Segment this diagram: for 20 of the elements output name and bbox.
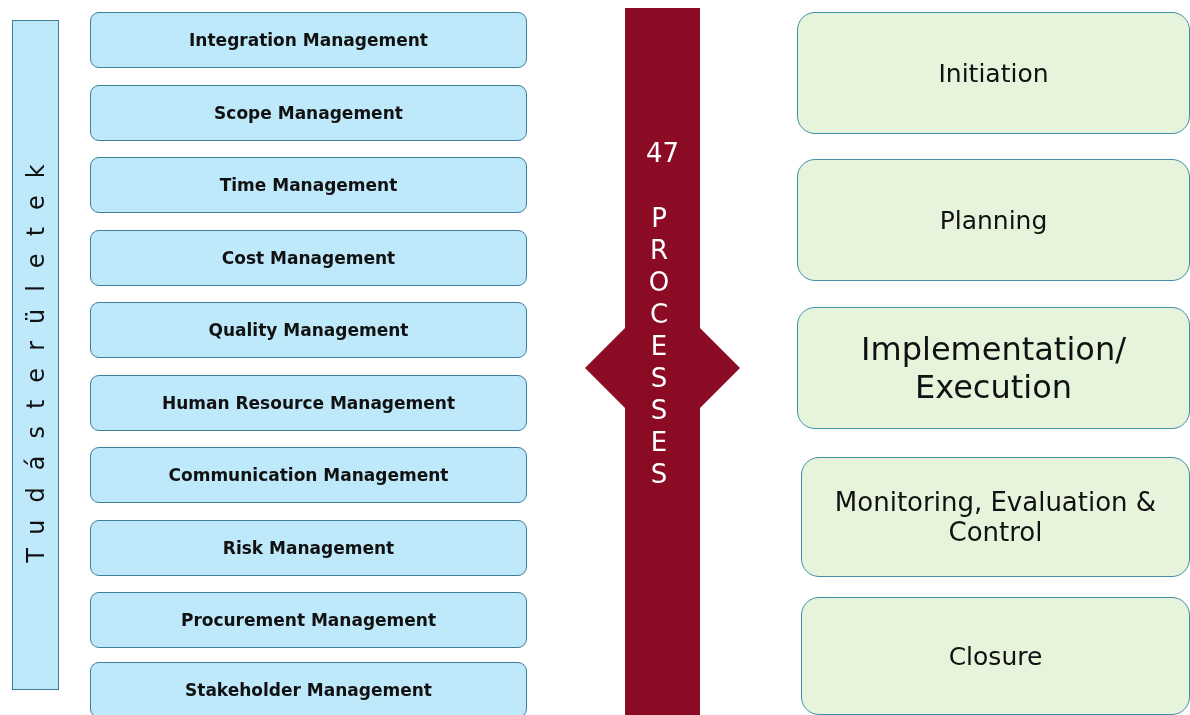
knowledge-area-box: Integration Management xyxy=(90,12,527,68)
vertical-label-box xyxy=(12,20,59,690)
double-arrow-bar xyxy=(585,8,740,715)
knowledge-area-box: Scope Management xyxy=(90,85,527,141)
knowledge-area-box: Human Resource Management xyxy=(90,375,527,431)
process-group-box: Closure xyxy=(801,597,1190,715)
process-group-box: Implementation/ Execution xyxy=(797,307,1190,429)
knowledge-area-box: Time Management xyxy=(90,157,527,213)
knowledge-area-box: Risk Management xyxy=(90,520,527,576)
knowledge-area-box: Stakeholder Management xyxy=(90,662,527,715)
vertical-label: Tudásterületek xyxy=(21,147,50,563)
knowledge-area-box: Cost Management xyxy=(90,230,527,286)
process-count: 47 xyxy=(644,138,681,168)
process-group-box: Initiation xyxy=(797,12,1190,134)
process-group-box: Monitoring, Evaluation & Control xyxy=(801,457,1190,577)
knowledge-area-box: Quality Management xyxy=(90,302,527,358)
bar-label: PROCESSES xyxy=(644,203,674,491)
process-group-box: Planning xyxy=(797,159,1190,281)
knowledge-area-box: Procurement Management xyxy=(90,592,527,648)
knowledge-area-box: Communication Management xyxy=(90,447,527,503)
